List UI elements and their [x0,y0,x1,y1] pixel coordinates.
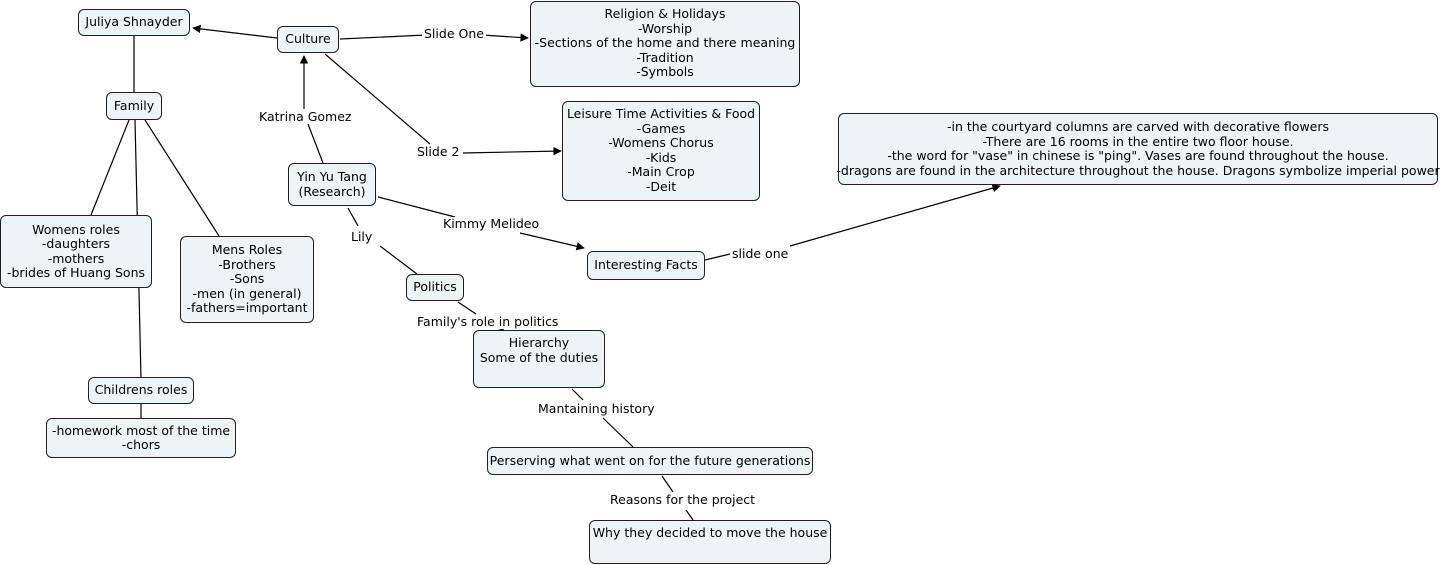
node-line: Interesting Facts [594,257,698,273]
node-line: Leisure Time Activities & Food [566,106,756,121]
node-line: -dragons are found in the architecture t… [836,162,1440,178]
link-label-slide-2: Slide 2 [415,144,462,159]
node-womens-roles[interactable]: Womens roles -daughters -mothers -brides… [0,215,152,288]
node-line: Some of the duties [479,349,599,365]
node-line: -Womens Chorus [608,135,714,150]
connector-hierarchy-mantaining [571,388,584,401]
node-line: -the word for "vase" in chinese is "ping… [887,148,1389,163]
node-line: Family [113,97,155,113]
link-label-reasons: Reasons for the project [608,492,758,507]
node-line: Why they decided to move the house [592,525,828,540]
node-line: -Main Crop [627,164,695,179]
node-line: -Brothers [218,256,276,272]
node-line: -Kids [645,149,677,165]
link-label-family-role: Family's role in politics [415,314,561,329]
connector-slide-2-leisure [462,146,562,156]
node-line: -Symbols [636,64,694,79]
connector-lily-politics [379,245,418,275]
connector-slide-one-facts [789,184,1001,247]
node-homework[interactable]: -homework most of the time -chors [46,418,236,458]
node-line: -Deit [645,178,677,194]
node-family[interactable]: Family [106,92,162,120]
node-culture[interactable]: Culture [277,26,339,53]
connector-culture-slide-2 [324,53,431,145]
node-juliya-shnayder[interactable]: Juliya Shnayder [78,9,190,36]
node-mens-roles[interactable]: Mens Roles -Brothers -Sons -men (in gene… [180,236,314,323]
node-line: -Sons [229,271,265,287]
node-politics[interactable]: Politics [406,274,464,301]
node-line: -Worship [637,20,693,36]
node-line: Mens Roles [211,242,283,258]
node-hierarchy[interactable]: Hierarchy Some of the duties [473,330,605,388]
connector-family-mens [144,119,220,237]
connector-politics-familyrole [457,301,477,315]
connector-perserving-reasons [661,475,674,493]
connector-family-womens [90,119,130,216]
node-childrens-roles[interactable]: Childrens roles [88,377,194,404]
node-line: Religion & Holidays [604,6,726,21]
connector-culture-juliya [192,24,278,39]
node-line: Politics [413,279,457,295]
link-label-slide-one: Slide One [422,26,486,41]
link-label-mantaining-history: Mantaining history [536,401,657,416]
link-label-kimmy-melideo: Kimmy Melideo [441,216,542,231]
connector-yinyutang-kimmy [377,196,456,218]
node-facts-detail[interactable]: -in the courtyard columns are carved wit… [836,113,1440,185]
node-religion-holidays[interactable]: Religion & Holidays -Worship -Sections o… [530,1,800,87]
connector-kimmy-interesting [519,232,585,251]
node-line: Juliya Shnayder [85,14,183,30]
link-label-katrina-gomez: Katrina Gomez [257,109,354,124]
link-label-lily: Lily [349,229,375,244]
node-line: -Tradition [636,49,694,65]
node-why-move-house[interactable]: Why they decided to move the house [589,520,831,564]
node-yin-yu-tang[interactable]: Yin Yu Tang (Research) [288,163,376,206]
connector-slide-one-religion [481,33,529,42]
node-line: -in the courtyard columns are carved wit… [946,119,1330,134]
node-line: -fathers=important [186,300,308,316]
node-line: -daughters [41,236,111,251]
node-line: Perserving what went on for the future g… [489,452,811,468]
node-line: Hierarchy [508,335,570,350]
connector-culture-slide-one [339,34,427,40]
node-line: (Research) [298,183,366,199]
connector-reasons-why [685,509,694,521]
link-label-slide-one-facts: slide one [730,246,791,261]
node-leisure-time[interactable]: Leisure Time Activities & Food -Games -W… [562,101,760,201]
node-interesting-facts[interactable]: Interesting Facts [587,251,705,280]
node-line: -Games [636,120,686,136]
node-line: Womens roles [32,221,120,237]
connector-mantaining-perserving [602,417,634,448]
node-perserving[interactable]: Perserving what went on for the future g… [487,447,813,475]
node-line: -chors [121,437,161,452]
node-line: Culture [285,31,331,47]
connector-yinyutang-lily [347,207,359,227]
node-line: -brides of Huang Sons [6,265,146,280]
node-line: -Sections of the home and there meaning [534,35,796,50]
connector-interesting-slide-one [704,253,731,261]
node-line: -There are 16 rooms in the entire two fl… [982,133,1294,149]
node-line: -mothers [47,250,105,266]
node-line: -homework most of the time [51,422,231,438]
connector-yinyutang-katrina [307,123,324,164]
node-line: Childrens roles [94,382,188,398]
node-line: Yin Yu Tang [297,169,367,184]
node-line: -men (in general) [192,285,302,301]
